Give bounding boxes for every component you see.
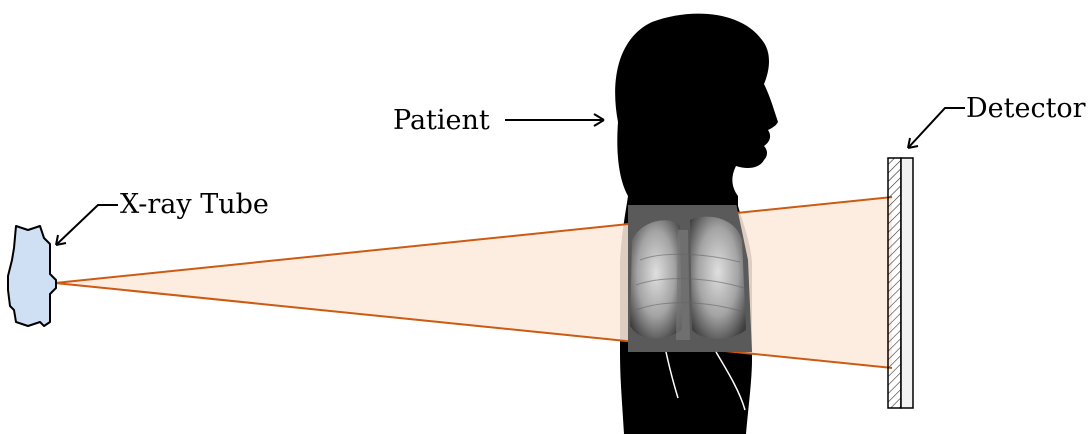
- lung-right: [690, 217, 746, 339]
- xray-beam: [55, 197, 892, 368]
- xray-tube-body: [8, 226, 56, 326]
- detector-plate: [901, 158, 913, 408]
- chest-xray-image: [620, 205, 755, 353]
- lung-left: [630, 220, 682, 338]
- xray-tube-icon: [8, 226, 56, 326]
- xray-tube-label: X-ray Tube: [120, 191, 269, 218]
- detector-panel: [888, 158, 913, 408]
- detector-label: Detector: [966, 95, 1086, 122]
- patient-label: Patient: [393, 107, 490, 134]
- detector-arrow: [908, 108, 965, 148]
- xray-tube-arrow: [56, 205, 118, 245]
- beam-fill: [55, 197, 892, 368]
- detector-hatch: [888, 158, 901, 408]
